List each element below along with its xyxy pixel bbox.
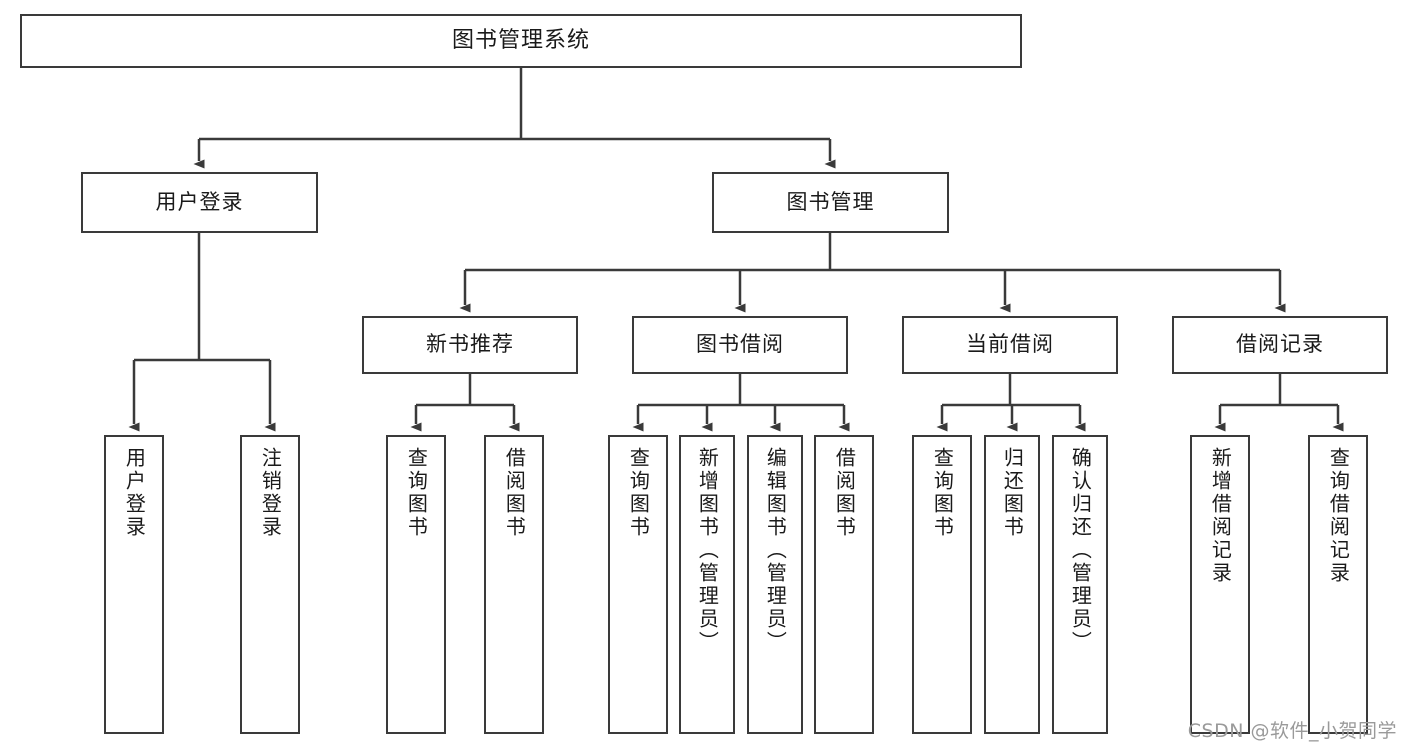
node-root[interactable]: 图书管理系统 [20,14,1022,68]
node-leaf-confirm-return-admin[interactable]: 确认归还（管理员） [1052,435,1108,734]
node-label: 查询图书 [626,447,651,539]
node-label: 新增借阅记录 [1208,447,1233,585]
node-label: 图书管理系统 [451,27,590,53]
node-label: 查询借阅记录 [1326,447,1351,585]
node-label: 确认归还（管理员） [1068,447,1093,654]
node-label: 新增图书（管理员） [695,447,720,654]
node-leaf-query-borrow-record[interactable]: 查询借阅记录 [1308,435,1368,734]
node-label: 编辑图书（管理员） [763,447,788,654]
node-label: 查询图书 [930,447,955,539]
node-label: 借阅图书 [832,447,857,539]
node-label: 新书推荐 [426,332,514,357]
node-label: 当前借阅 [966,332,1054,357]
node-book-borrow[interactable]: 图书借阅 [632,316,848,374]
node-leaf-return-book[interactable]: 归还图书 [984,435,1040,734]
node-borrow-record[interactable]: 借阅记录 [1172,316,1388,374]
node-label: 借阅记录 [1236,332,1324,357]
node-leaf-query-book-1[interactable]: 查询图书 [386,435,446,734]
node-leaf-edit-book-admin[interactable]: 编辑图书（管理员） [747,435,803,734]
node-leaf-add-borrow-record[interactable]: 新增借阅记录 [1190,435,1250,734]
node-label: 注销登录 [258,447,283,539]
edge-group [128,68,1344,432]
node-label: 图书管理 [786,189,875,214]
node-leaf-add-book-admin[interactable]: 新增图书（管理员） [679,435,735,734]
node-leaf-user-logout[interactable]: 注销登录 [240,435,300,734]
node-label: 借阅图书 [502,447,527,539]
node-label: 查询图书 [404,447,429,539]
node-new-book-recommend[interactable]: 新书推荐 [362,316,578,374]
node-current-borrow[interactable]: 当前借阅 [902,316,1118,374]
node-label: 归还图书 [1000,447,1025,539]
node-label: 图书借阅 [696,332,784,357]
node-book-manage[interactable]: 图书管理 [712,172,949,233]
watermark-label: CSDN @软件_小贺同学 [1187,720,1397,742]
node-label: 用户登录 [122,447,147,539]
node-leaf-query-book-2[interactable]: 查询图书 [608,435,668,734]
node-leaf-user-login[interactable]: 用户登录 [104,435,164,734]
node-leaf-query-book-3[interactable]: 查询图书 [912,435,972,734]
node-leaf-borrow-book-2[interactable]: 借阅图书 [814,435,874,734]
node-leaf-borrow-book-1[interactable]: 借阅图书 [484,435,544,734]
node-user-login[interactable]: 用户登录 [81,172,318,233]
node-label: 用户登录 [155,189,244,214]
